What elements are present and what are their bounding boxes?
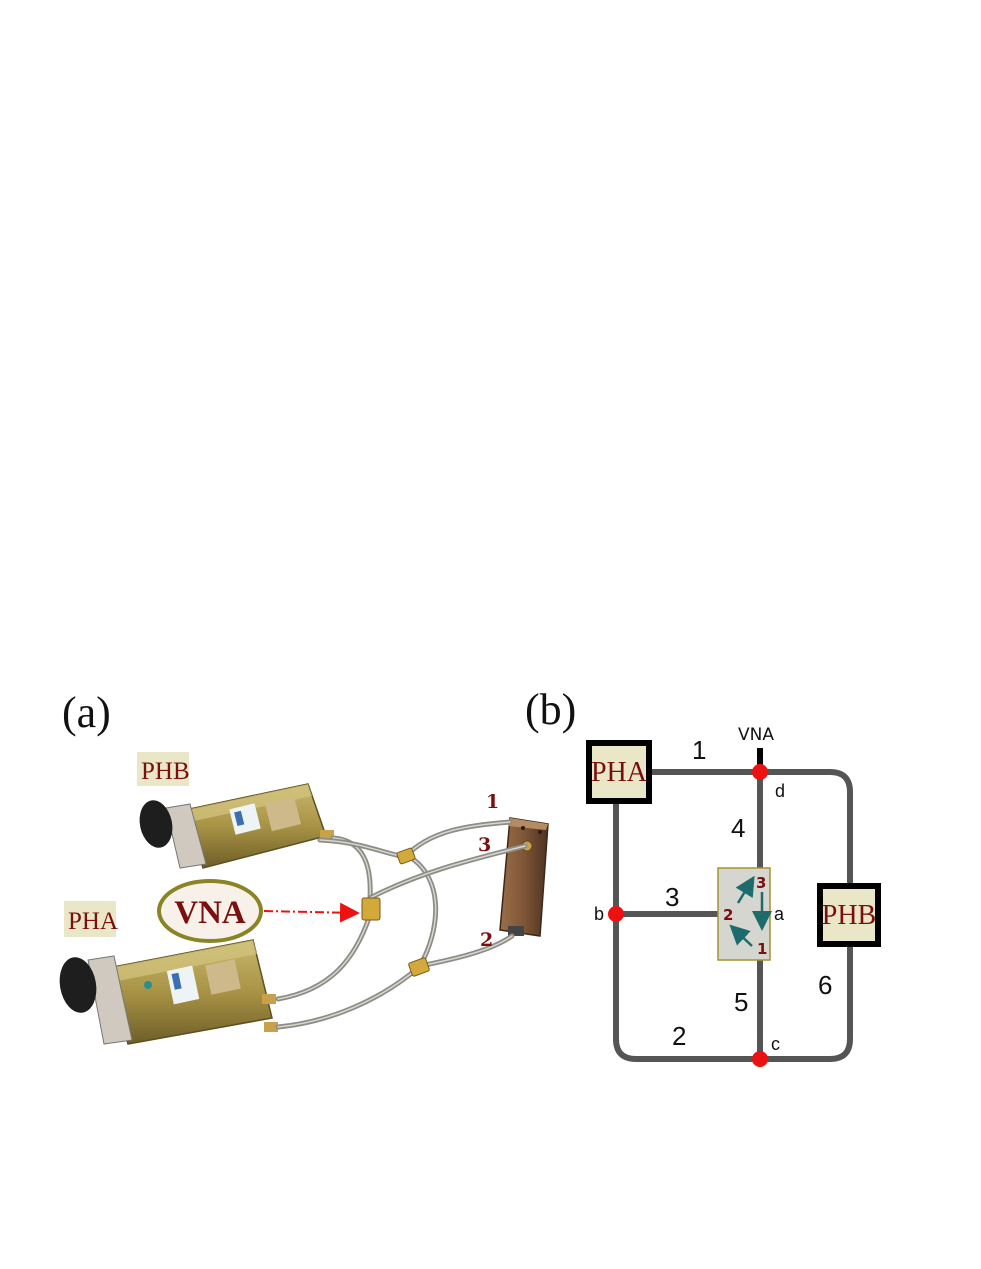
edge-6-label: 6 — [818, 970, 832, 1000]
node-d — [752, 764, 768, 780]
panel-b: (b) VNA PHA PHB 3 2 1 — [525, 685, 881, 1067]
panel-a: (a) PHB PHA — [59, 688, 549, 1045]
edge-1-label: 1 — [692, 735, 706, 765]
pha-box — [586, 740, 652, 804]
circulator-symbol: 3 2 1 — [717, 867, 772, 961]
photo-port-2: 2 — [480, 929, 493, 951]
phb-box-label: PHB — [822, 900, 876, 931]
wire-d-to-phb — [757, 769, 853, 889]
pha-box-label: PHA — [591, 757, 648, 788]
pha-horn-icon — [59, 957, 97, 1013]
pha-tag: PHA — [68, 908, 118, 935]
edge-3-label: 3 — [665, 882, 679, 912]
node-c-label: c — [771, 1034, 780, 1054]
circulator-port-1: 1 — [757, 940, 767, 958]
photo-port-3: 3 — [478, 834, 491, 856]
pha-tag-bg — [64, 901, 116, 937]
vna-pointer-arrow — [263, 902, 360, 923]
vna-label-photo: VNA — [174, 895, 246, 931]
node-d-label: d — [775, 781, 785, 801]
circulator-arrow-2-to-3 — [735, 875, 755, 904]
phb-device — [139, 783, 334, 869]
node-c — [752, 1051, 768, 1067]
photo-port-1: 1 — [486, 791, 499, 813]
wire-network — [613, 748, 853, 1062]
circulator-port-3: 3 — [756, 874, 766, 892]
edge-5-label: 5 — [734, 987, 748, 1017]
panel-a-label: (a) — [62, 688, 111, 737]
vna-label-schematic: VNA — [738, 725, 774, 745]
node-a-label: a — [774, 904, 785, 924]
phb-tag-bg — [137, 752, 189, 786]
pha-device — [59, 939, 278, 1045]
edge-4-label: 4 — [731, 813, 745, 843]
circulator-port-2: 2 — [723, 906, 733, 924]
vna-ellipse — [157, 879, 263, 943]
node-b — [608, 906, 624, 922]
edge-2-label: 2 — [672, 1021, 686, 1051]
panel-b-label: (b) — [525, 685, 576, 734]
node-b-label: b — [594, 904, 604, 924]
wire-edge-2 — [613, 911, 763, 1062]
phb-horn-icon — [139, 800, 173, 848]
circulator-arrow-1-to-2 — [729, 924, 753, 947]
phb-box — [817, 883, 881, 947]
circulator-block — [499, 817, 549, 937]
connectors — [361, 847, 430, 977]
wire-edge-6 — [757, 941, 853, 1062]
phb-tag: PHB — [141, 758, 190, 785]
